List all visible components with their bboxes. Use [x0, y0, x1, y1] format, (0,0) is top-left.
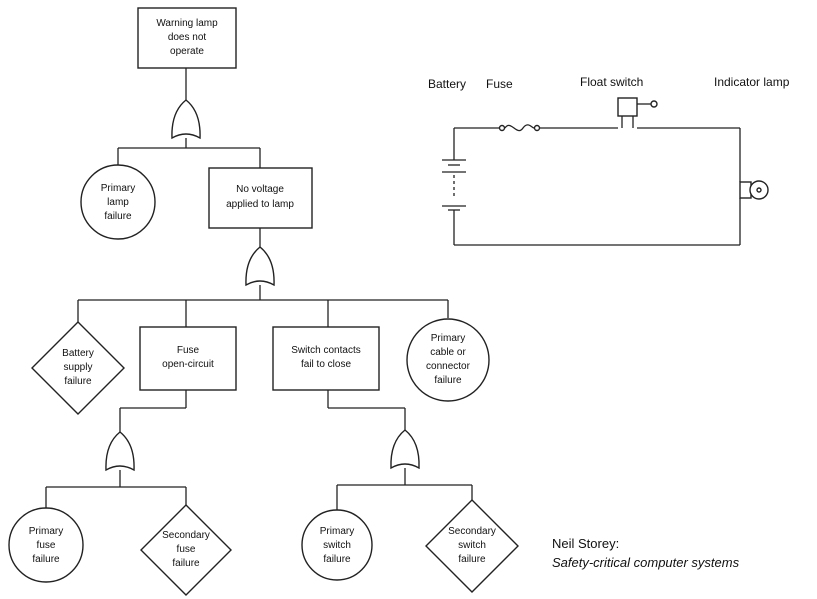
switch-contacts-line-1: Switch contacts	[291, 345, 360, 356]
primary-fuse-line-1: Primary	[29, 526, 63, 537]
primary-lamp-line-1: Primary	[101, 183, 135, 194]
top-event-line-1: Warning lamp	[156, 18, 218, 29]
primary-cable-line-3: connector	[426, 361, 471, 372]
secondary-fuse-failure-event: Secondary fuse failure	[140, 504, 232, 596]
switch-contacts-line-2: fail to close	[301, 359, 351, 370]
primary-switch-failure-event: Primary switch failure	[301, 509, 373, 581]
primary-lamp-line-2: lamp	[107, 197, 129, 208]
battery-supply-line-1: Battery	[62, 348, 94, 359]
secondary-switch-line-2: switch	[458, 540, 486, 551]
primary-cable-failure-event: Primary cable or connector failure	[406, 318, 490, 402]
primary-switch-line-3: failure	[323, 554, 351, 565]
battery-supply-failure-event: Battery supply failure	[31, 321, 125, 415]
float-switch-icon	[617, 97, 658, 128]
battery-supply-line-3: failure	[64, 376, 92, 387]
primary-fuse-line-2: fuse	[37, 540, 56, 551]
indicator-lamp-label: Indicator lamp	[714, 75, 790, 89]
no-voltage-line-2: applied to lamp	[226, 199, 294, 210]
no-voltage-line-1: No voltage	[236, 184, 284, 195]
switch-contacts-box: Switch contacts fail to close	[272, 326, 380, 391]
circuit-schematic: Battery Fuse Float switch Indicator lamp	[428, 75, 790, 246]
no-voltage-box: No voltage applied to lamp	[208, 167, 313, 229]
tree-connectors	[45, 68, 473, 510]
or-gate-icon	[390, 429, 420, 470]
primary-switch-line-2: switch	[323, 540, 351, 551]
secondary-fuse-line-1: Secondary	[162, 530, 210, 541]
fuse-icon	[498, 124, 541, 132]
top-event-box: Warning lamp does not operate	[137, 7, 237, 69]
secondary-switch-line-1: Secondary	[448, 526, 496, 537]
fuse-open-circuit-box: Fuse open-circuit	[139, 326, 237, 391]
primary-cable-line-4: failure	[434, 375, 462, 386]
secondary-switch-line-3: failure	[458, 554, 486, 565]
citation-author: Neil Storey:	[552, 536, 620, 551]
primary-fuse-failure-event: Primary fuse failure	[8, 507, 84, 583]
float-switch-label: Float switch	[580, 75, 643, 89]
secondary-fuse-line-3: failure	[172, 558, 200, 569]
secondary-fuse-line-2: fuse	[177, 544, 196, 555]
fuse-open-line-1: Fuse	[177, 345, 200, 356]
secondary-switch-failure-event: Secondary switch failure	[425, 499, 519, 593]
battery-supply-line-2: supply	[64, 362, 93, 373]
primary-cable-line-1: Primary	[431, 333, 465, 344]
indicator-lamp-icon	[739, 180, 769, 200]
primary-switch-line-1: Primary	[320, 526, 354, 537]
or-gate-icon	[171, 99, 201, 140]
fuse-open-line-2: open-circuit	[162, 359, 214, 370]
primary-cable-line-2: cable or	[430, 347, 466, 358]
or-gate-icon	[105, 431, 135, 472]
top-event-line-3: operate	[170, 46, 204, 57]
battery-icon	[442, 159, 466, 214]
primary-fuse-line-3: failure	[32, 554, 60, 565]
top-event-line-2: does not	[168, 32, 207, 43]
battery-label: Battery	[428, 77, 466, 91]
fuse-label: Fuse	[486, 77, 513, 91]
citation-book-title: Safety-critical computer systems	[552, 555, 740, 570]
primary-lamp-failure-event: Primary lamp failure	[80, 164, 156, 240]
primary-lamp-line-3: failure	[104, 211, 132, 222]
or-gate-icon	[245, 246, 275, 287]
